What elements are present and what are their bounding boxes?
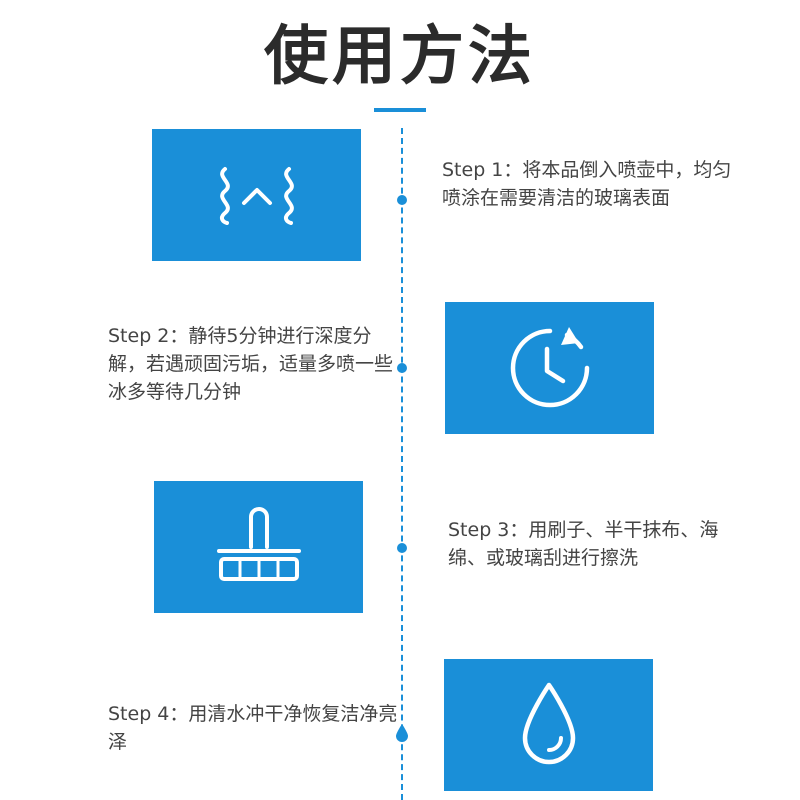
step-4-text: Step 4：用清水冲干净恢复洁净亮泽 bbox=[108, 703, 398, 753]
brush-icon bbox=[216, 507, 301, 581]
step-2-text: Step 2：静待5分钟进行深度分解，若遇顽固污垢，适量多喷一些冰多等待几分钟 bbox=[108, 325, 394, 403]
step-4-panel bbox=[444, 659, 653, 791]
step-1-text: Step 1：将本品倒入喷壶中，均匀喷涂在需要清洁的玻璃表面 bbox=[442, 159, 732, 209]
title-underline bbox=[374, 108, 426, 112]
step-3-text: Step 3：用刷子、半干抹布、海绵、或玻璃刮进行擦洗 bbox=[448, 519, 719, 569]
step-3-panel bbox=[154, 481, 363, 613]
step-2-panel bbox=[445, 302, 654, 434]
timeline-drop-marker bbox=[396, 724, 408, 742]
step-1-panel bbox=[152, 129, 361, 261]
timeline-dot bbox=[397, 195, 407, 205]
water-drop-icon bbox=[522, 682, 575, 765]
timeline-dot bbox=[397, 543, 407, 553]
timer-icon bbox=[510, 327, 589, 408]
timeline-dot bbox=[397, 363, 407, 373]
spray-wave-icon bbox=[219, 167, 294, 225]
timeline-line bbox=[401, 128, 403, 800]
page-title: 使用方法 bbox=[264, 20, 536, 94]
